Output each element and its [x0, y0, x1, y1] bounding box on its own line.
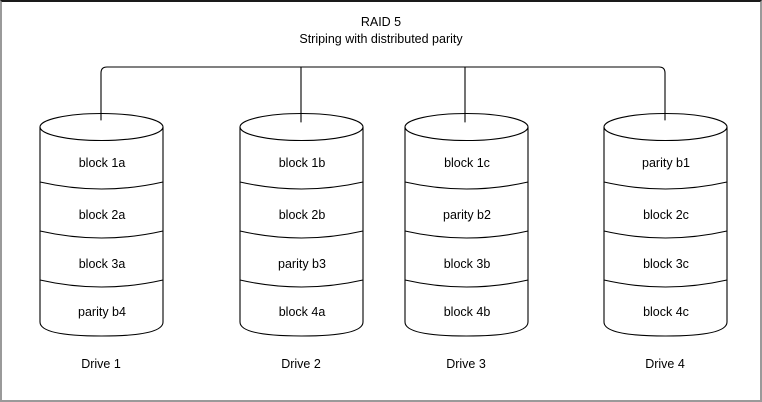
block-label: block 1a: [78, 156, 126, 170]
drive-cylinder-3: [404, 112, 529, 337]
drive-label-2: Drive 2: [281, 357, 321, 371]
block-label: block 4a: [278, 305, 326, 319]
block-label: block 1b: [278, 156, 326, 170]
block-label: block 4c: [643, 305, 689, 319]
block-label: block 1c: [444, 156, 490, 170]
bus-rail: [100, 66, 666, 121]
drive-label-4: Drive 4: [645, 357, 685, 371]
drive-cylinder-2: [239, 112, 364, 337]
drive-cylinder-4: [603, 112, 728, 337]
block-label: parity b1: [642, 156, 690, 170]
block-label: block 2c: [643, 208, 689, 222]
drive-cylinder-1: [39, 112, 164, 337]
page-subtitle: Striping with distributed parity: [299, 32, 463, 46]
diagram-title-block: RAID 5 Striping with distributed parity: [0, 14, 762, 48]
block-label: parity b4: [78, 305, 126, 319]
page-title: RAID 5: [360, 15, 402, 29]
block-label: block 3b: [443, 257, 491, 271]
block-label: block 2a: [78, 208, 126, 222]
block-label: parity b3: [278, 257, 326, 271]
drive-label-3: Drive 3: [446, 357, 486, 371]
block-label: parity b2: [443, 208, 491, 222]
block-label: block 4b: [443, 305, 491, 319]
block-label: block 2b: [278, 208, 326, 222]
block-label: block 3c: [643, 257, 689, 271]
block-label: block 3a: [78, 257, 126, 271]
drive-label-1: Drive 1: [81, 357, 121, 371]
